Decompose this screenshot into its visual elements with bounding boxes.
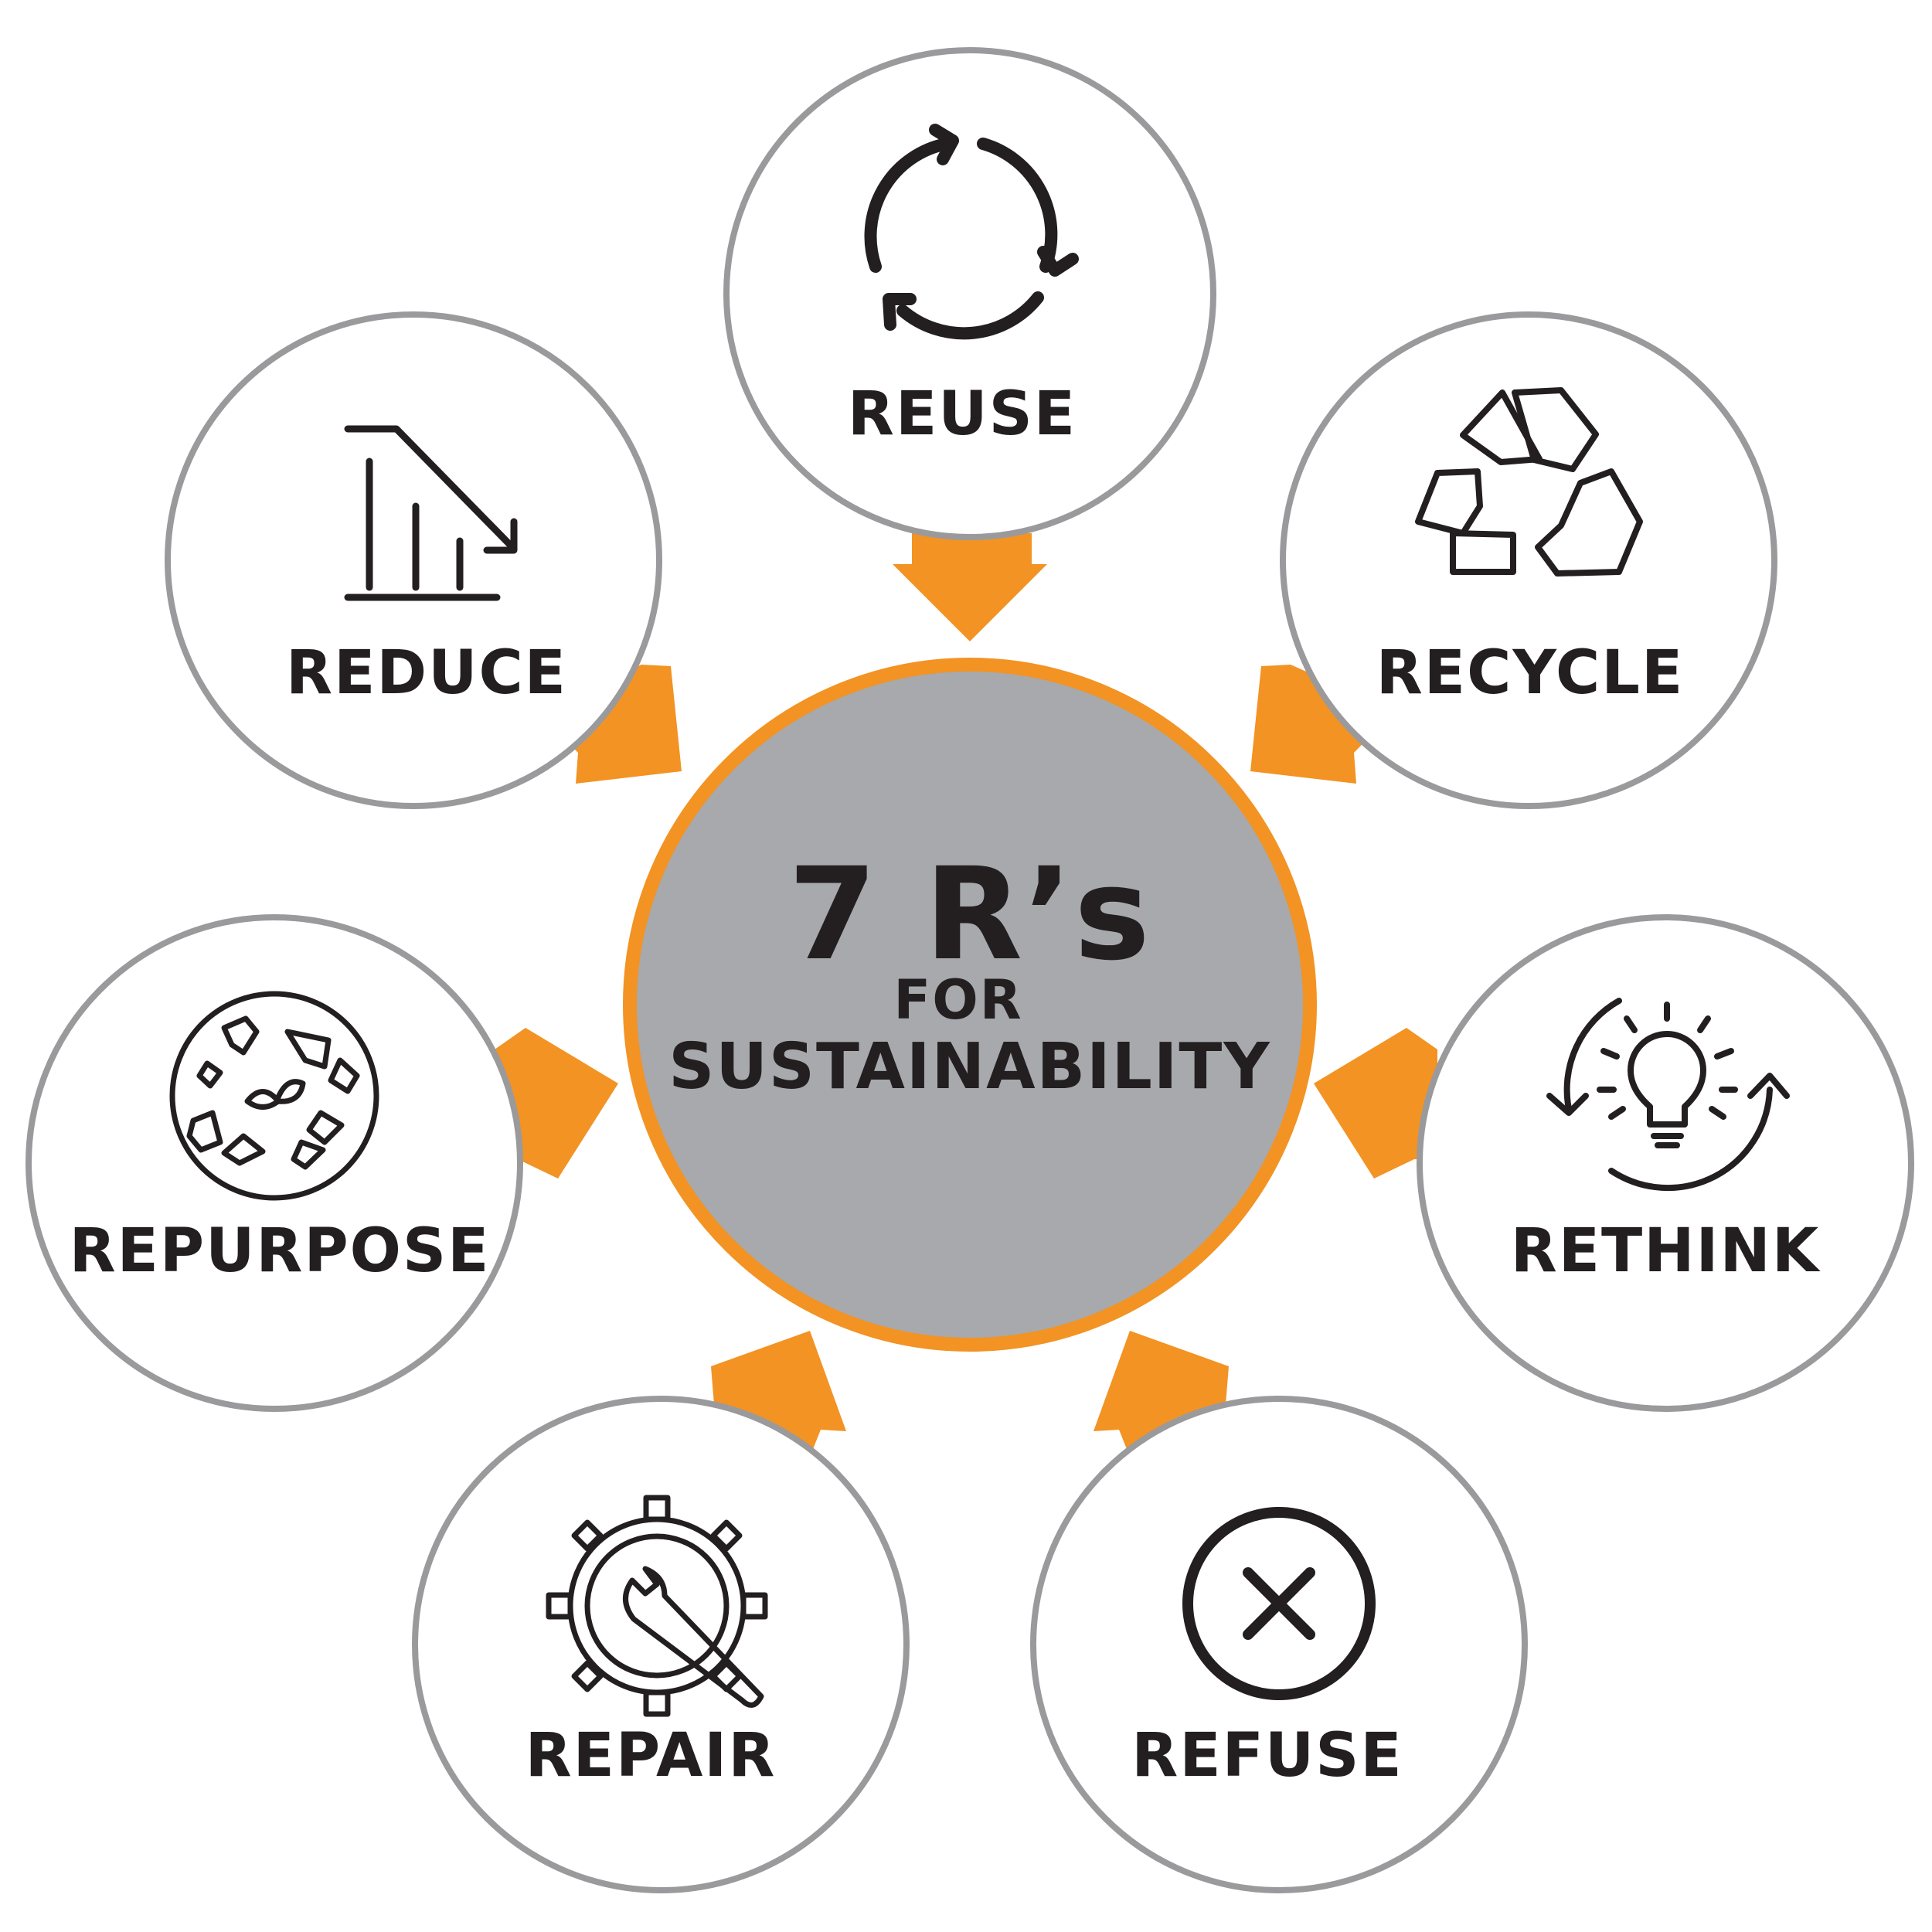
node-repair: REPAIR (412, 1396, 910, 1893)
gear-wrench-icon (546, 1495, 768, 1717)
node-label: RETHINK (1511, 1216, 1821, 1286)
arrow-repurpose (495, 1028, 618, 1179)
center-subtitle-sustainability: SUSTAINABILITY (668, 1030, 1270, 1104)
node-recycle: RECYCLE (1280, 311, 1777, 809)
node-label: REUSE (848, 379, 1077, 449)
node-label: REPURPOSE (70, 1216, 491, 1286)
node-circle (412, 1396, 910, 1893)
node-circle (1030, 1396, 1528, 1893)
node-label: RECYCLE (1376, 638, 1685, 708)
lightbulb-icon (1546, 998, 1790, 1192)
node-repurpose: REPURPOSE (26, 914, 523, 1412)
arrows (495, 533, 1437, 1453)
center-title: 7 R’s (788, 840, 1151, 988)
node-reuse: REUSE (723, 47, 1216, 540)
arrow-reuse (893, 533, 1047, 641)
center-circle (623, 658, 1317, 1352)
arrow-reduce (537, 665, 682, 784)
node-label: REPAIR (526, 1721, 777, 1791)
recycle-icon (1415, 387, 1643, 577)
center-subtitle-for: FOR (893, 968, 1022, 1032)
node-reduce: REDUCE (165, 311, 662, 809)
descending-bar-chart-icon (344, 425, 518, 601)
refuse-x-icon (1182, 1507, 1376, 1700)
node-circle (1417, 914, 1914, 1412)
node-circle (1280, 311, 1777, 809)
node-circle (26, 914, 523, 1412)
node-circle (723, 47, 1216, 540)
node-label: REDUCE (286, 638, 567, 708)
recycled-globe-icon (169, 991, 379, 1201)
arrow-recycle (1250, 665, 1395, 784)
node-refuse: REFUSE (1030, 1396, 1528, 1893)
arrow-rethink (1314, 1028, 1437, 1179)
cycle-arrows-icon (864, 124, 1079, 340)
node-label: REFUSE (1131, 1721, 1403, 1791)
node-rethink: RETHINK (1417, 914, 1914, 1412)
center-hub: 7 R’s FOR SUSTAINABILITY (623, 658, 1317, 1352)
